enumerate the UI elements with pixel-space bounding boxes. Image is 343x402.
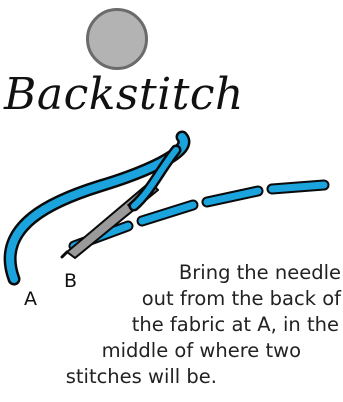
instruction-line: stitches will be. [6, 364, 217, 390]
instruction-text: Bring the needle out from the back of th… [6, 260, 341, 390]
instruction-line: the fabric at A, in the [6, 312, 339, 338]
instruction-line: out from the back of [6, 286, 341, 312]
instruction-line: Bring the needle [6, 260, 341, 286]
instruction-line: middle of where two [6, 338, 301, 364]
thread-loop-outline [10, 137, 184, 279]
